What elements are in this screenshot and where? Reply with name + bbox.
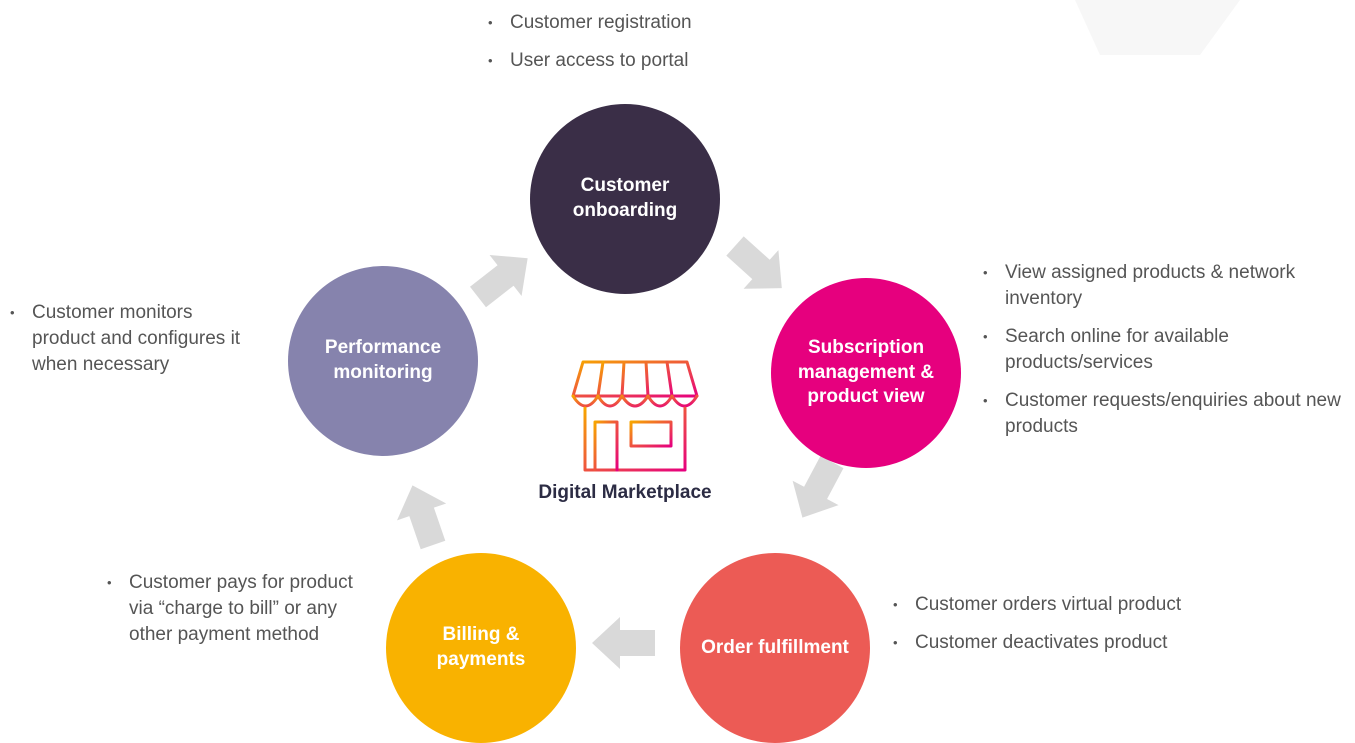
arrow-fulfillment-to-billing bbox=[592, 617, 655, 669]
center-label: Digital Marketplace bbox=[538, 482, 712, 503]
background-decoration bbox=[0, 0, 1355, 727]
note-item: Customer orders virtual product bbox=[893, 592, 1293, 618]
node-order-fulfillment: Order fulfillment bbox=[680, 553, 870, 743]
node-subscription-management: Subscription management & product view bbox=[771, 278, 961, 468]
node-billing-payments: Billing & payments bbox=[386, 553, 576, 743]
note-item: Customer deactivates product bbox=[893, 630, 1293, 656]
node-billing-payments-label: Billing & payments bbox=[436, 624, 526, 670]
note-item: Search online for available products/ser… bbox=[983, 324, 1343, 376]
node-customer-onboarding: Customer onboarding bbox=[530, 104, 720, 294]
arrow-onboarding-to-subscription bbox=[726, 236, 782, 289]
storefront-icon bbox=[571, 360, 699, 472]
arrow-performance-to-onboarding bbox=[469, 254, 528, 308]
node-performance-monitoring: Performance monitoring bbox=[288, 266, 478, 456]
node-performance-monitoring-label: Performance monitoring bbox=[324, 337, 442, 383]
arrow-subscription-to-fulfillment bbox=[792, 455, 844, 518]
notes-billing: Customer pays for product via “charge to… bbox=[107, 570, 372, 660]
note-item: Customer registration bbox=[488, 10, 808, 36]
notes-fulfillment: Customer orders virtual product Customer… bbox=[893, 592, 1293, 668]
note-item: Customer monitors product and configures… bbox=[10, 300, 260, 378]
notes-performance: Customer monitors product and configures… bbox=[10, 300, 260, 390]
note-item: User access to portal bbox=[488, 48, 808, 74]
cycle-arrows bbox=[397, 236, 844, 669]
arrow-billing-to-performance bbox=[397, 485, 447, 550]
note-item: Customer requests/enquiries about new pr… bbox=[983, 388, 1343, 440]
note-item: View assigned products & network invento… bbox=[983, 260, 1343, 312]
note-item: Customer pays for product via “charge to… bbox=[107, 570, 372, 648]
node-subscription-management-label: Subscription management & product view bbox=[797, 336, 935, 408]
node-order-fulfillment-label: Order fulfillment bbox=[701, 636, 849, 658]
notes-subscription: View assigned products & network invento… bbox=[983, 260, 1343, 452]
notes-onboarding: Customer registration User access to por… bbox=[488, 10, 808, 86]
node-customer-onboarding-label: Customer onboarding bbox=[572, 175, 678, 221]
